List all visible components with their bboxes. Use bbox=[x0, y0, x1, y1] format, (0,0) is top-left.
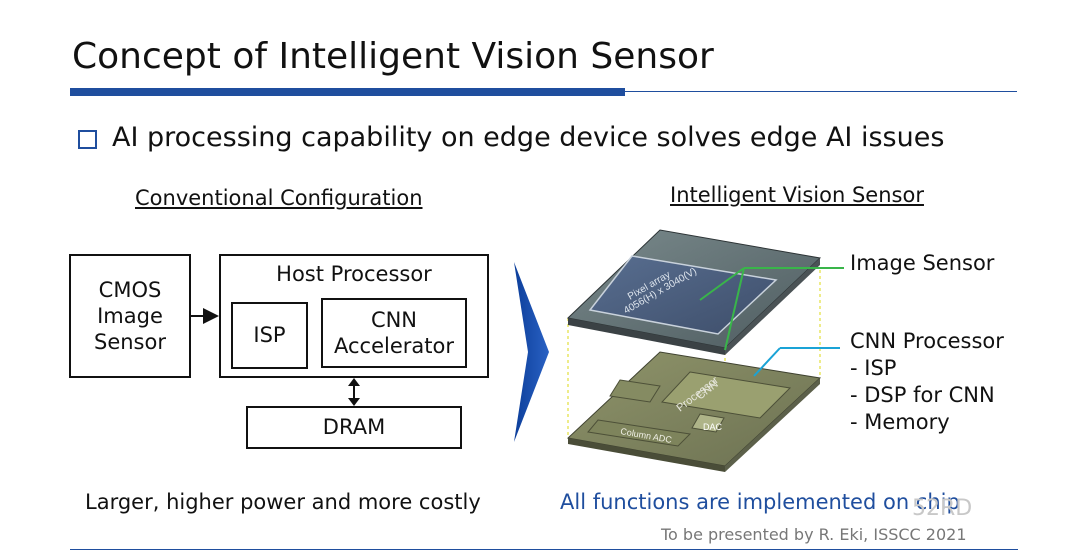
host-dram-arrow-down bbox=[348, 398, 360, 406]
isp-box: ISP bbox=[231, 302, 308, 369]
title-underline-thin bbox=[625, 91, 1017, 92]
conventional-heading: Conventional Configuration bbox=[135, 186, 423, 210]
host-dram-arrow-up bbox=[348, 378, 360, 386]
logic-die bbox=[566, 351, 822, 472]
cmos-label: CMOS Image Sensor bbox=[94, 277, 166, 355]
isp-feature-label: - ISP bbox=[850, 356, 897, 380]
cmos-image-sensor-box: CMOS Image Sensor bbox=[69, 254, 191, 378]
presenter-credit: To be presented by R. Eki, ISSCC 2021 bbox=[661, 525, 967, 544]
image-sensor-label: Image Sensor bbox=[850, 251, 995, 275]
host-processor-label: Host Processor bbox=[276, 262, 432, 286]
bullet-text: AI processing capability on edge device … bbox=[112, 122, 945, 153]
title-underline-thick bbox=[70, 88, 625, 96]
chip-dac-text: DAC bbox=[703, 422, 723, 432]
cnn-accelerator-label: CNN Accelerator bbox=[334, 307, 454, 358]
bottom-rule bbox=[70, 549, 1018, 550]
cnn-accelerator-box: CNN Accelerator bbox=[321, 298, 467, 368]
isp-label: ISP bbox=[253, 323, 286, 348]
dram-label: DRAM bbox=[322, 415, 386, 440]
transition-chevron-icon bbox=[514, 262, 549, 442]
cnn-processor-label: CNN Processor bbox=[850, 329, 1004, 353]
cnn-processor-leader bbox=[753, 347, 840, 377]
intelligent-heading: Intelligent Vision Sensor bbox=[670, 183, 924, 207]
slide-title: Concept of Intelligent Vision Sensor bbox=[72, 36, 714, 77]
dram-box: DRAM bbox=[246, 406, 462, 449]
intelligent-caption: All functions are implemented on chip bbox=[560, 490, 960, 514]
image-sensor-leader bbox=[699, 267, 844, 351]
conventional-caption: Larger, higher power and more costly bbox=[85, 490, 481, 514]
dsp-feature-label: - DSP for CNN bbox=[850, 383, 995, 407]
bullet-square-icon bbox=[78, 130, 97, 149]
memory-feature-label: - Memory bbox=[850, 410, 950, 434]
sensor-die bbox=[566, 229, 822, 355]
watermark-logo: 52RD bbox=[912, 496, 973, 521]
